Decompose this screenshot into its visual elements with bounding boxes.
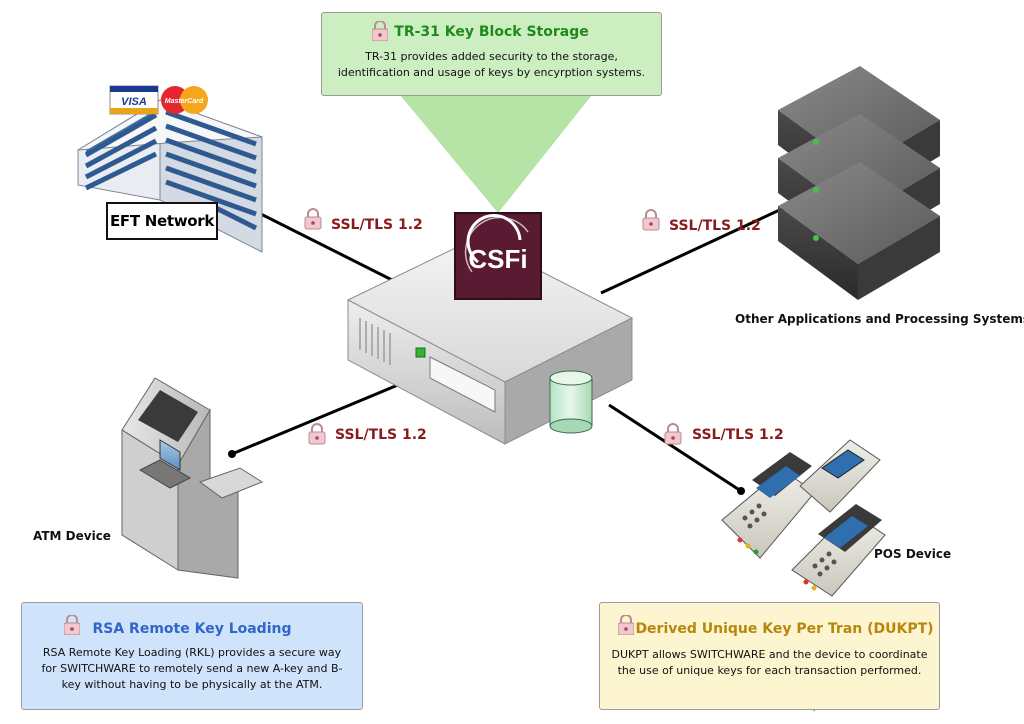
- link-other: [600, 205, 787, 295]
- lock-icon: [371, 20, 389, 42]
- ssl-label-atm: SSL/TLS 1.2: [335, 427, 427, 443]
- other-systems-label: Other Applications and Processing System…: [735, 312, 1024, 326]
- link-pos: [608, 403, 742, 493]
- connection-lines: [231, 205, 787, 493]
- dukpt-callout: Derived Unique Key Per Tran (DUKPT) DUKP…: [599, 602, 940, 710]
- ssl-label-eft: SSL/TLS 1.2: [331, 217, 423, 233]
- building-icon: [77, 99, 263, 253]
- lock-icon-other: [642, 209, 660, 231]
- mastercard-logo: MasterCard: [161, 86, 208, 114]
- tr31-beam: [400, 95, 592, 213]
- lock-icon-eft: [304, 208, 322, 230]
- ssl-label-other: SSL/TLS 1.2: [669, 218, 761, 234]
- server-status-light: [415, 347, 426, 358]
- server-rack-icon: [778, 66, 940, 712]
- link-atm: [231, 380, 406, 456]
- rsa-body: RSA Remote Key Loading (RKL) provides a …: [41, 646, 343, 691]
- database-icon: [549, 370, 593, 434]
- visa-text: VISA: [121, 96, 147, 108]
- dukpt-body: DUKPT allows SWITCHWARE and the device t…: [611, 648, 928, 677]
- atm-device-label: ATM Device: [33, 529, 111, 543]
- csfi-logo-text: CSFi: [468, 244, 527, 274]
- tr31-title: TR-31 Key Block Storage: [394, 24, 589, 40]
- atm-icon: [121, 377, 264, 579]
- rsa-callout: RSA Remote Key Loading RSA Remote Key Lo…: [21, 602, 363, 710]
- ssl-label-pos: SSL/TLS 1.2: [692, 427, 784, 443]
- eft-network-label: EFT Network: [106, 202, 218, 240]
- pos-devices-icon: [721, 439, 886, 597]
- mastercard-text: MasterCard: [165, 98, 204, 105]
- tr31-body: TR-31 provides added security to the sto…: [337, 50, 646, 79]
- lock-icon-pos: [664, 423, 682, 445]
- link-eft: [250, 207, 399, 285]
- csfi-logo: CSFi: [454, 212, 542, 300]
- rsa-title: RSA Remote Key Loading: [92, 621, 292, 637]
- lock-icon-atm: [308, 423, 326, 445]
- visa-logo: VISA: [109, 85, 159, 115]
- pos-device-label: POS Device: [874, 547, 952, 561]
- tr31-callout: TR-31 Key Block Storage TR-31 provides a…: [321, 12, 662, 96]
- dukpt-title: Derived Unique Key Per Tran (DUKPT): [635, 621, 934, 637]
